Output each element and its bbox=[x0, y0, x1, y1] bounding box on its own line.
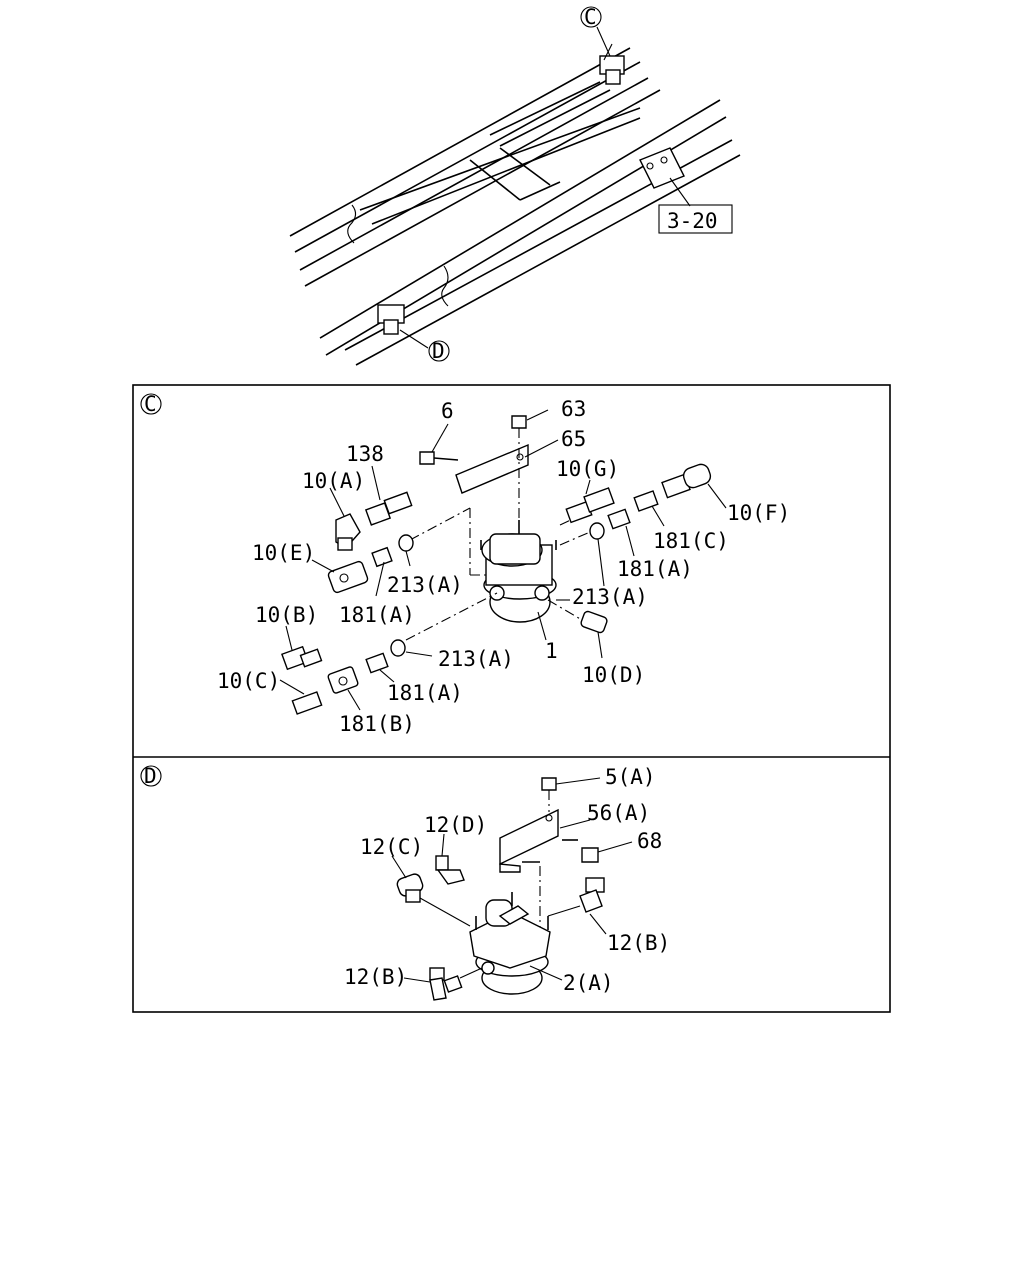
elbow-12c bbox=[396, 873, 424, 903]
tee-10e bbox=[327, 560, 369, 594]
label-12b-right: 12(B) bbox=[607, 931, 670, 955]
plug-181a-bottom bbox=[365, 652, 389, 674]
label-10e: 10(E) bbox=[252, 541, 315, 565]
oring-213a-right bbox=[589, 522, 605, 540]
panel-d: D bbox=[140, 764, 670, 1001]
frame-rail-left bbox=[289, 47, 661, 287]
panel-c-tag: C bbox=[144, 392, 157, 416]
panel-d-tag-circle bbox=[140, 765, 162, 787]
label-10a: 10(A) bbox=[302, 469, 365, 493]
valve-location-c bbox=[599, 43, 625, 85]
elbow-10b bbox=[281, 645, 323, 671]
label-10d: 10(D) bbox=[582, 663, 645, 687]
plug-181a-left bbox=[371, 546, 393, 568]
fitting-10c bbox=[291, 691, 323, 715]
panel-d-tag: D bbox=[144, 764, 157, 788]
label-138: 138 bbox=[346, 442, 384, 466]
label-10c: 10(C) bbox=[217, 669, 280, 693]
relay-valve-2a bbox=[469, 892, 551, 995]
bracket-56a bbox=[499, 808, 578, 873]
label-12d: 12(D) bbox=[424, 813, 487, 837]
callout-d-label: D bbox=[432, 339, 445, 363]
label-12c: 12(C) bbox=[360, 835, 423, 859]
callout-d-circle bbox=[428, 340, 450, 362]
label-213a-left: 213(A) bbox=[387, 573, 463, 597]
label-213a-bottom: 213(A) bbox=[438, 647, 514, 671]
tee-181b bbox=[327, 666, 359, 694]
label-68: 68 bbox=[637, 829, 662, 853]
label-181a-bottom: 181(A) bbox=[387, 681, 463, 705]
label-10g: 10(G) bbox=[556, 457, 619, 481]
label-181b: 181(B) bbox=[339, 712, 415, 736]
label-12b-left: 12(B) bbox=[344, 965, 407, 989]
bracket-3-20 bbox=[639, 147, 691, 207]
frame-crossmembers bbox=[359, 81, 641, 225]
fitting-10g bbox=[565, 487, 615, 524]
label-6: 6 bbox=[441, 399, 454, 423]
chassis-overview: C 3-20 D bbox=[289, 5, 741, 366]
label-65: 65 bbox=[561, 427, 586, 451]
plug-181c bbox=[633, 490, 659, 512]
label-181a-left: 181(A) bbox=[339, 603, 415, 627]
valve-location-d bbox=[377, 304, 429, 349]
label-10f: 10(F) bbox=[727, 501, 790, 525]
label-213a-right: 213(A) bbox=[572, 585, 648, 609]
nut-5a bbox=[541, 777, 557, 791]
panel-c: C bbox=[140, 392, 790, 736]
elbow-12b-left bbox=[429, 967, 463, 1001]
callout-c-circle bbox=[580, 6, 602, 28]
label-181c: 181(C) bbox=[653, 529, 729, 553]
label-63: 63 bbox=[561, 397, 586, 421]
ref-box-label: 3-20 bbox=[667, 209, 718, 233]
ref-box bbox=[658, 204, 733, 234]
callout-c-label: C bbox=[584, 5, 597, 29]
label-181a-right: 181(A) bbox=[617, 557, 693, 581]
nut-68 bbox=[581, 847, 599, 863]
label-56a: 56(A) bbox=[587, 801, 650, 825]
elbow-10a bbox=[335, 513, 361, 551]
fitting-10d bbox=[580, 610, 608, 634]
elbow-12d bbox=[435, 855, 465, 885]
detail-panels-frame bbox=[132, 384, 891, 1013]
relay-valve-1 bbox=[480, 520, 557, 623]
label-2a: 2(A) bbox=[563, 971, 614, 995]
oring-213a-bottom bbox=[390, 639, 406, 657]
fitting-10f bbox=[661, 463, 712, 499]
panel-c-tag-circle bbox=[140, 393, 162, 415]
elbow-12b-right bbox=[579, 877, 605, 913]
bracket-65 bbox=[419, 415, 529, 520]
fitting-138 bbox=[364, 491, 413, 526]
label-10b: 10(B) bbox=[255, 603, 318, 627]
oring-213a-left bbox=[398, 534, 414, 552]
label-5a: 5(A) bbox=[605, 765, 656, 789]
plug-181a-right bbox=[607, 508, 631, 530]
label-1: 1 bbox=[545, 639, 558, 663]
